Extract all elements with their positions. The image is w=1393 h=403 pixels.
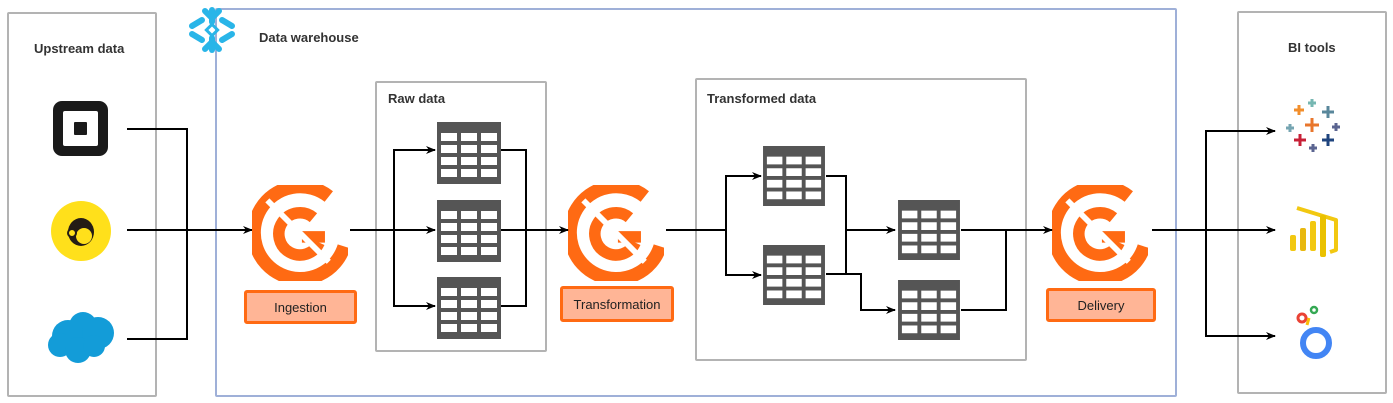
gem-logo-icon-ingestion: [254, 187, 344, 279]
transformed-table-3: [898, 200, 960, 260]
transformed-data-group: [695, 78, 1027, 361]
powerbi-icon: [1290, 206, 1338, 257]
transformed-table-4: [898, 280, 960, 340]
transformed-table-1: [763, 146, 825, 206]
transformed-table-2: [763, 245, 825, 305]
transformed-connectors: [666, 172, 1053, 314]
raw-table-3: [437, 277, 501, 339]
upstream-connectors: [127, 128, 253, 340]
ingestion-label: Ingestion: [244, 290, 357, 324]
upstream-data-title: Upstream data: [34, 41, 125, 56]
raw-table-2: [437, 200, 501, 262]
gem-logo-icon-delivery: [1054, 187, 1144, 279]
data-warehouse-title: Data warehouse: [259, 30, 359, 45]
transformed-data-title: Transformed data: [707, 91, 817, 106]
mailchimp-icon: [51, 201, 111, 261]
raw-data-title: Raw data: [388, 91, 446, 106]
transformation-label: Transformation: [560, 286, 674, 322]
looker-icon: [1296, 305, 1332, 359]
salesforce-cloud-icon: [48, 312, 114, 363]
tableau-icon: [1286, 99, 1340, 152]
data-warehouse-group: [215, 8, 1177, 397]
raw-table-1: [437, 122, 501, 184]
gem-logo-icon-transformation: [570, 187, 660, 279]
raw-connectors: [350, 146, 569, 310]
bi-tools-title: BI tools: [1288, 40, 1336, 55]
square-icon: [53, 101, 108, 156]
bi-connectors: [1152, 127, 1276, 340]
snowflake-icon: [189, 7, 235, 53]
delivery-label: Delivery: [1046, 288, 1156, 322]
